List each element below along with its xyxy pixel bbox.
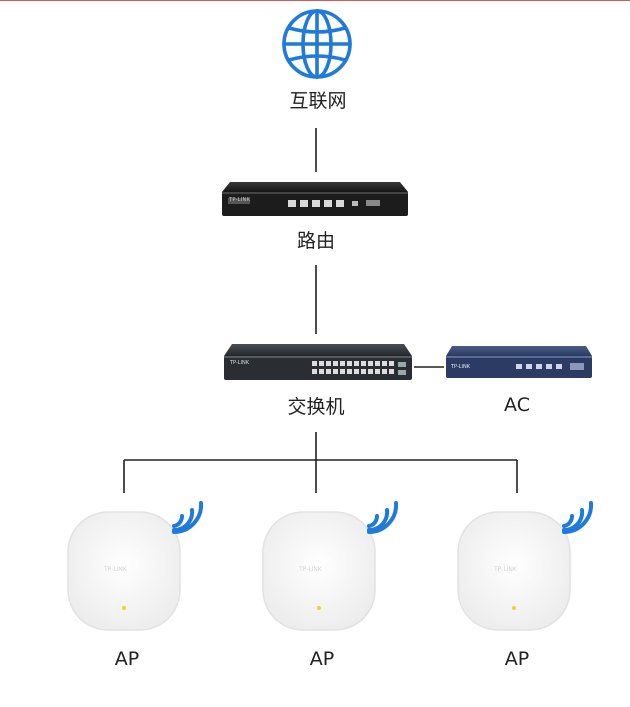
label-internet: 互联网 [289, 90, 347, 112]
switch-device [224, 344, 412, 380]
wifi-signal-icon [367, 501, 399, 534]
label-ac: AC [504, 394, 530, 416]
label-switch: 交换机 [287, 396, 345, 418]
ac-brand-text: TP-LINK [451, 364, 471, 370]
wifi-signal-icon [562, 501, 594, 534]
switch-brand-text: TP-LINK [230, 360, 250, 366]
label-ap-3: AP [504, 648, 530, 670]
router-device [222, 182, 408, 216]
access-point-1 [67, 511, 181, 631]
label-ap-1: AP [114, 648, 140, 670]
ap3-brand-text: TP-LINK [494, 566, 517, 573]
ap1-brand-text: TP-LINK [104, 566, 127, 573]
top-border-rule [0, 0, 630, 1]
globe-icon [282, 9, 352, 79]
label-router: 路由 [296, 230, 336, 252]
router-brand-text: TP-LINK [229, 197, 251, 203]
ap2-brand-text: TP-LINK [299, 566, 322, 573]
wifi-signal-icon [172, 501, 204, 534]
access-point-2 [262, 511, 376, 631]
label-ap-2: AP [309, 648, 335, 670]
access-point-3 [457, 511, 571, 631]
ac-controller-device [446, 346, 592, 378]
